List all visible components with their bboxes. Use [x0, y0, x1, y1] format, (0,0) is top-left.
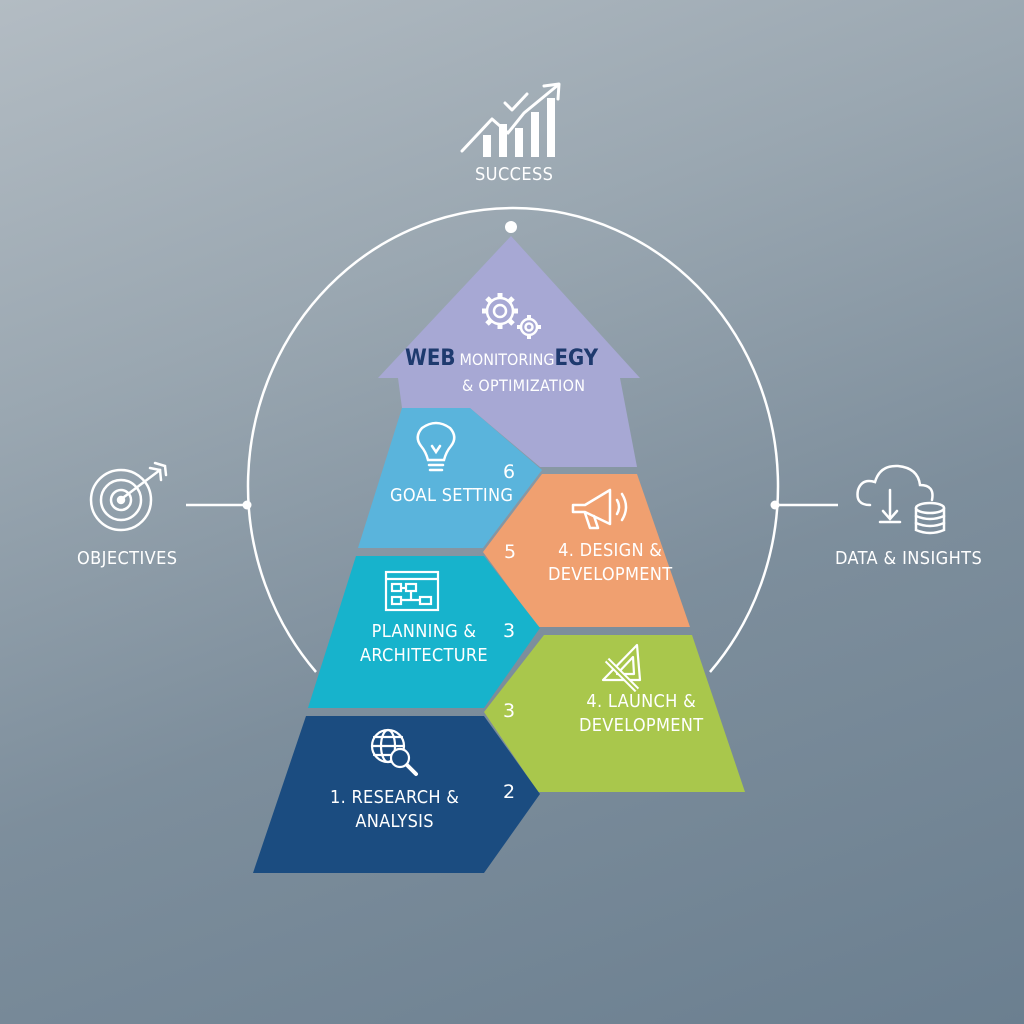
ruler-triangle-icon: [601, 643, 642, 693]
step-design-line-2: DEVELOPMENT: [548, 564, 673, 585]
step-launch-line-1: 4. LAUNCH &: [586, 691, 697, 712]
step-design-label: 4. DESIGN & DEVELOPMENT: [548, 539, 672, 587]
cycle-arc: [246, 206, 780, 673]
title-web: WEB: [405, 346, 456, 371]
megaphone-icon: [571, 488, 628, 530]
step-planning-number: 3: [503, 620, 516, 642]
arrow-segment-monitoring: [378, 236, 640, 467]
step-planning-label: PLANNING & ARCHITECTURE: [360, 620, 488, 668]
lightbulb-icon: [416, 421, 456, 472]
segment-goal-setting: [358, 408, 542, 548]
objectives-label: OBJECTIVES: [77, 548, 178, 569]
step-research-line-1: 1. RESEARCH &: [330, 787, 460, 808]
connector-right-dot: [770, 500, 780, 510]
segment-launch: [484, 635, 745, 792]
step-research-label: 1. RESEARCH & ANALYSIS: [330, 786, 459, 834]
title-monitoring: MONITORING: [459, 350, 555, 369]
arc-top-dot: [505, 221, 517, 233]
step-goal-line-1: GOAL SETTING: [390, 485, 514, 506]
step-research-line-2: ANALYSIS: [355, 811, 434, 832]
step-goal-number: 6: [503, 461, 516, 483]
step-planning-line-2: ARCHITECTURE: [360, 645, 488, 666]
success-label: SUCCESS: [475, 164, 554, 185]
cloud-database-icon: [856, 464, 946, 535]
segment-planning: [308, 556, 540, 708]
arrow-subtitle: & OPTIMIZATION: [462, 376, 586, 395]
step-design-line-1: 4. DESIGN &: [558, 540, 663, 561]
step-planning-line-1: PLANNING &: [371, 621, 477, 642]
target-arrow-icon: [89, 461, 168, 532]
title-egy: EGY: [554, 346, 599, 371]
data-insights-label: DATA & INSIGHTS: [835, 548, 983, 569]
connector-left-dot: [242, 500, 252, 510]
growth-chart-icon: [460, 82, 561, 157]
gears-icon: [482, 293, 541, 339]
step-launch-line-2: DEVELOPMENT: [579, 715, 704, 736]
step-goal-label: GOAL SETTING: [390, 484, 513, 508]
step-design-number: 5: [504, 541, 517, 563]
wireframe-icon: [384, 570, 440, 612]
segment-design: [483, 474, 690, 627]
segment-research: [253, 716, 540, 873]
step-launch-number: 3: [503, 700, 516, 722]
step-research-number: 2: [503, 781, 516, 803]
globe-search-icon: [370, 728, 418, 776]
step-launch-label: 4. LAUNCH & DEVELOPMENT: [579, 690, 703, 738]
